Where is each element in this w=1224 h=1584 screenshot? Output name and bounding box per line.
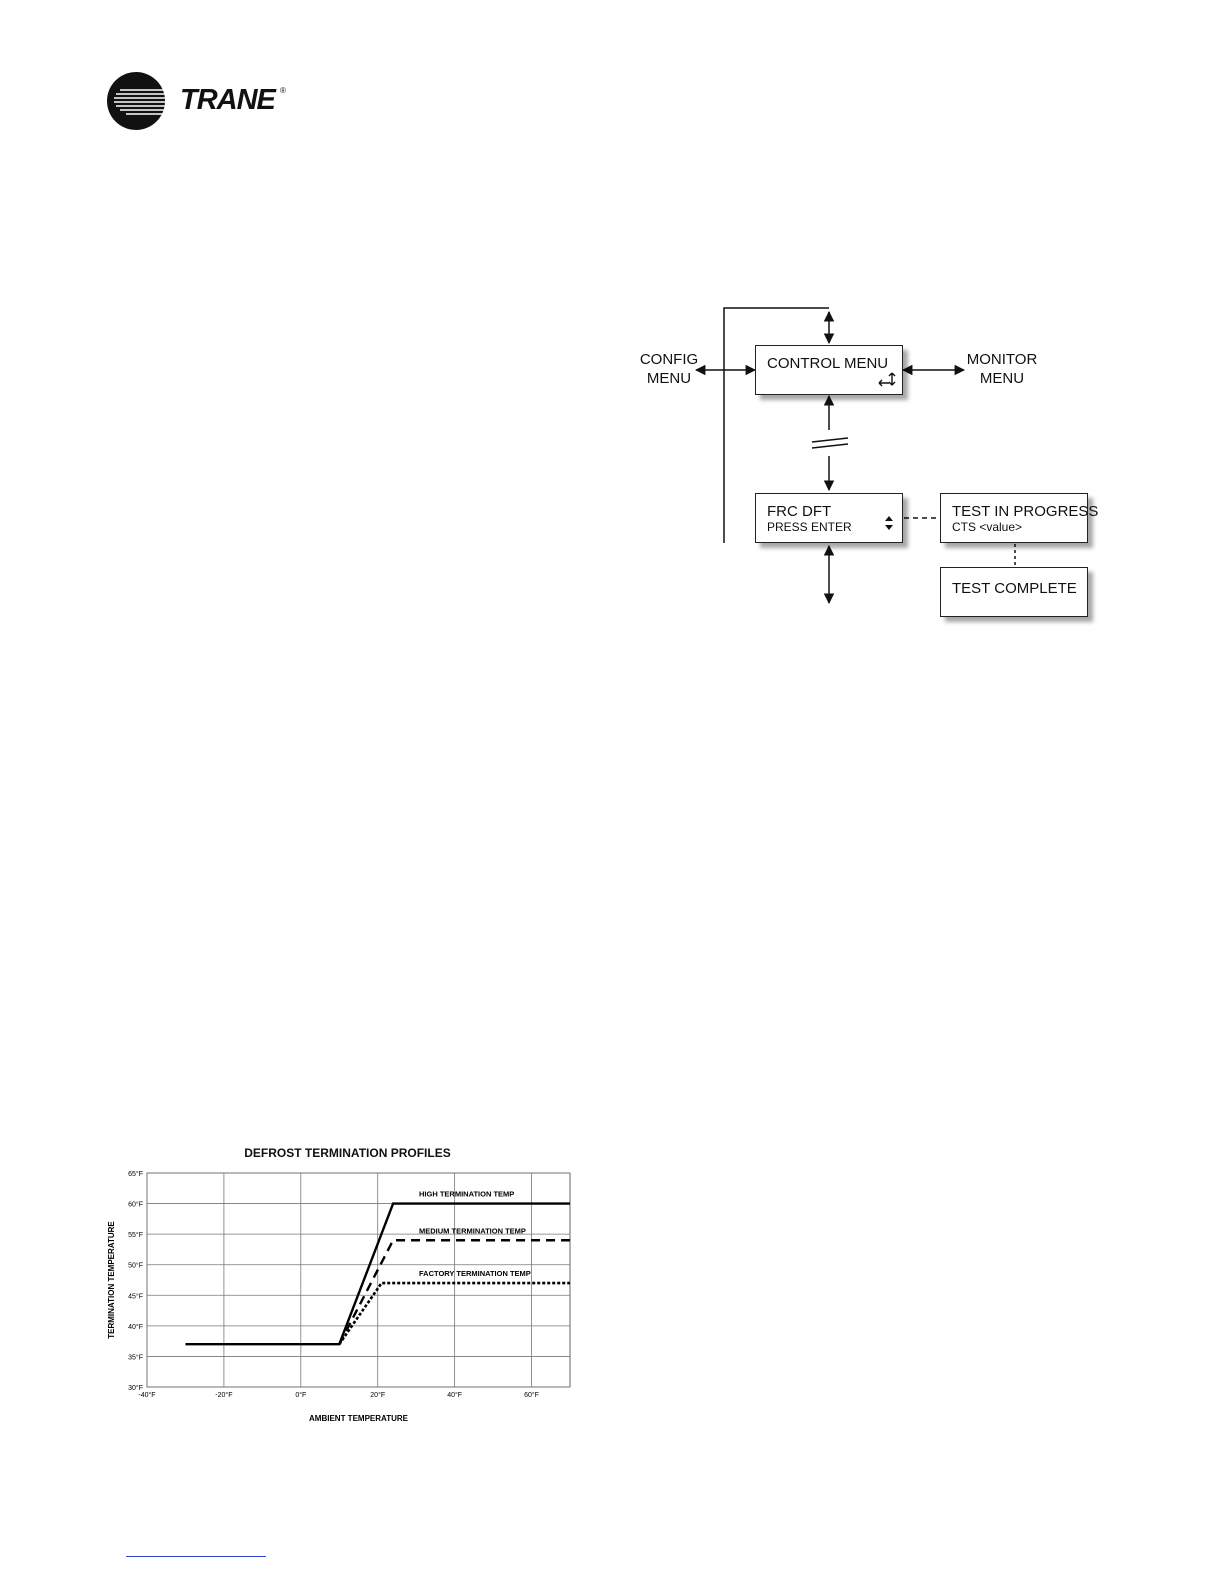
defrost-termination-chart: DEFROST TERMINATION PROFILES 30°F 35°F 40°…	[100, 1140, 580, 1430]
x-tick-label: 20°F	[370, 1391, 385, 1399]
x-tick-label: 60°F	[524, 1391, 539, 1399]
chart-plot: 30°F 35°F 40°F 45°F 50°F 55°F 60°F 65°F -40°F -20…	[107, 1170, 571, 1423]
monitor-menu-line2: MENU	[979, 370, 1025, 387]
series-line-1	[185, 1202, 570, 1346]
trane-logo: TRANE ®	[106, 70, 296, 132]
y-tick-label: 55°F	[128, 1231, 143, 1239]
y-axis-label: TERMINATION TEMPERATURE	[107, 1221, 116, 1339]
x-axis-label: AMBIENT TEMPERATURE	[309, 1414, 409, 1423]
brand-name: TRANE	[180, 84, 276, 116]
footer-link-underline	[126, 1556, 266, 1557]
chart-title: DEFROST TERMINATION PROFILES	[244, 1146, 451, 1160]
y-tick-label: 40°F	[128, 1323, 143, 1331]
config-menu-line2: MENU	[646, 370, 692, 387]
y-tick-label: 45°F	[128, 1292, 143, 1300]
control-menu-text: CONTROL MENU	[767, 355, 889, 372]
series-label-1: HIGH TERMINATION TEMP	[419, 1190, 514, 1199]
series-label-2: MEDIUM TERMINATION TEMP	[419, 1226, 526, 1235]
test-in-progress-box: TEST IN PROGRESS CTS <value>	[940, 493, 1098, 543]
y-tick-label: 60°F	[128, 1201, 143, 1209]
frc-dft-text: FRC DFT	[767, 503, 832, 520]
control-menu-box: CONTROL MENU	[755, 345, 903, 395]
trane-globe-icon	[107, 72, 165, 130]
registered-mark: ®	[280, 86, 286, 95]
series-label-3: FACTORY TERMINATION TEMP	[419, 1269, 531, 1278]
frc-dft-box: FRC DFT PRESS ENTER	[755, 493, 903, 543]
x-tick-label: -20°F	[215, 1391, 232, 1399]
flowchart-connectors	[694, 307, 1016, 605]
y-tick-label: 35°F	[128, 1353, 143, 1361]
monitor-menu-label: MONITOR MENU	[962, 350, 1042, 388]
x-tick-label: 40°F	[447, 1391, 462, 1399]
monitor-menu-line1: MONITOR	[966, 351, 1038, 368]
config-menu-line1: CONFIG	[639, 351, 699, 368]
y-tick-label: 50°F	[128, 1262, 143, 1270]
test-complete-text: TEST COMPLETE	[952, 580, 1077, 597]
x-tick-label: 0°F	[295, 1391, 306, 1399]
up-down-icon	[885, 516, 893, 530]
press-enter-text: PRESS ENTER	[767, 520, 852, 534]
control-menu-flowchart: CONFIG MENU MONITOR MENU CONTROL MENU FR…	[630, 300, 1110, 620]
config-menu-label: CONFIG MENU	[629, 350, 709, 388]
cts-value-text: CTS <value>	[952, 520, 1023, 534]
test-complete-box: TEST COMPLETE	[940, 567, 1088, 617]
y-tick-label: 65°F	[128, 1170, 143, 1178]
plot-frame	[146, 1172, 571, 1388]
test-in-progress-text: TEST IN PROGRESS	[952, 503, 1099, 520]
navigation-arrows-icon	[878, 372, 896, 387]
x-tick-label: -40°F	[138, 1391, 155, 1399]
y-tick-label: 30°F	[128, 1384, 143, 1392]
